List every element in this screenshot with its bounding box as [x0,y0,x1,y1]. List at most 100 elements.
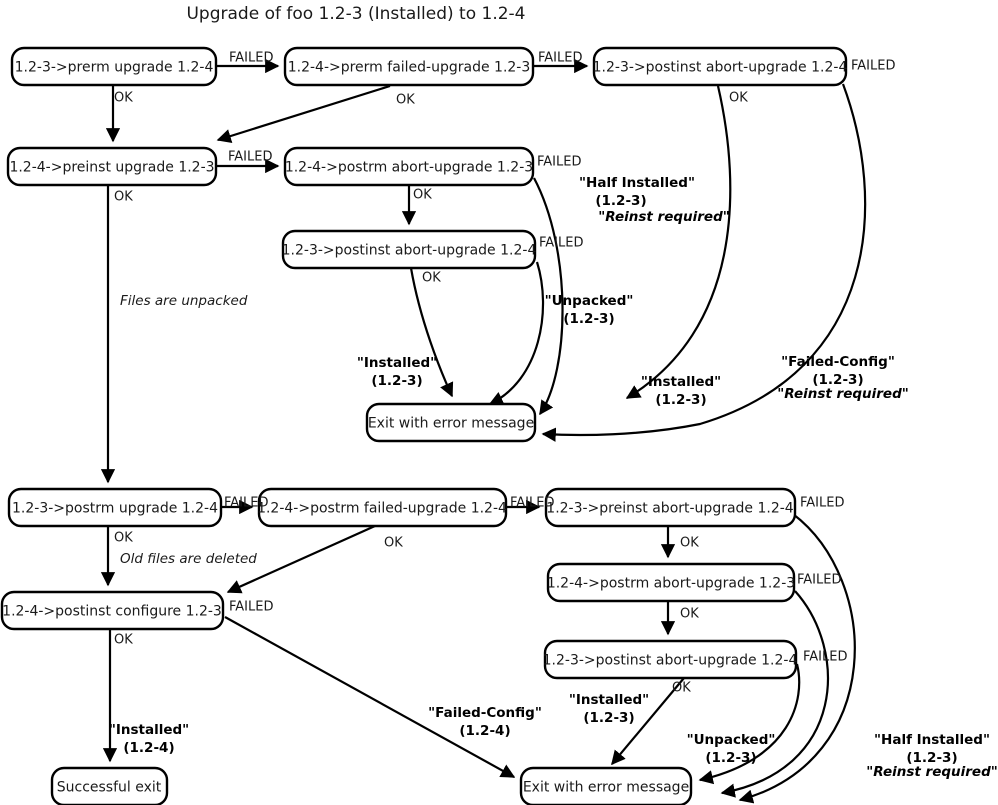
edge-preinstabort-failed-to-exit [738,513,856,804]
edge-label-ok: OK [114,91,133,106]
state-label-line: "Failed-Config" [428,705,542,721]
edge-label-layer: FAILED FAILED FAILED OK OK OK FAILED FAI… [114,51,895,696]
state-label-line: (1.2-4) [123,740,174,756]
edge-label-ok: OK [680,536,699,551]
node-postrm-abort-upgrade-mid[interactable]: 1.2-4->postrm abort-upgrade 1.2-3 [283,146,535,187]
state-label-line: "Unpacked" [545,293,634,309]
edge-label-failed: FAILED [224,496,268,511]
node-box [519,766,693,805]
node-box [281,229,537,270]
node-prerm-upgrade[interactable]: 1.2-3->prerm upgrade 1.2-4 [10,46,218,87]
note-files-are-unpacked: Files are unpacked [120,293,248,309]
node-label: 1.2-4->postrm failed-upgrade 1.2-4 [257,501,507,517]
edge-postrmabortbot-failed-to-exit [720,590,829,798]
edge-postinstaborttop-ok-to-exit [625,85,732,399]
node-label: 1.2-4->preinst upgrade 1.2-3 [9,160,214,176]
node-box [283,146,535,187]
node-box [592,46,848,87]
edge-label-failed: FAILED [510,496,554,511]
edge-label-ok: OK [114,531,133,546]
node-postinst-abort-upgrade-bottom[interactable]: 1.2-3->postinst abort-upgrade 1.2-4 [543,639,798,680]
edge-postinstabortbot-failed-to-exit [698,663,801,785]
node-successful-exit[interactable]: Successful exit [50,766,169,805]
edge-postinstabortbot-ok-to-exit [611,677,685,766]
node-box [50,766,169,805]
edge-postrmabortmid-failed-to-exit [533,177,564,416]
state-label-line: (1.2-4) [459,723,510,739]
edge-label-failed: FAILED [851,59,895,74]
edge-label-ok: OK [672,681,691,696]
edge-layer [100,58,867,804]
node-postinst-abort-upgrade-top[interactable]: 1.2-3->postinst abort-upgrade 1.2-4 [592,46,848,87]
edge-label-failed: FAILED [229,51,273,66]
page-title: Upgrade of foo 1.2-3 (Installed) to 1.2-… [186,4,525,24]
edge-label-failed: FAILED [538,51,582,66]
state-label-line: "Reinst required" [866,764,998,780]
node-label: 1.2-3->prerm upgrade 1.2-4 [15,60,214,76]
node-preinst-upgrade[interactable]: 1.2-4->preinst upgrade 1.2-3 [6,146,218,187]
node-label: 1.2-3->postrm upgrade 1.2-4 [12,501,218,517]
edge-label-ok: OK [422,271,441,286]
state-label-line: "Failed-Config" [781,354,895,370]
node-label: 1.2-4->postrm abort-upgrade 1.2-3 [285,160,533,176]
edge-label-ok: OK [413,188,432,203]
edge-label-ok: OK [396,93,415,108]
state-label-line: "Reinst required" [598,209,730,225]
edge-label-failed: FAILED [228,150,272,165]
node-box [546,562,796,603]
node-postinst-abort-upgrade-mid[interactable]: 1.2-3->postinst abort-upgrade 1.2-4 [281,229,537,270]
edge-postrmfailed-ok-to-postinstconfigure [226,524,376,594]
node-box [0,590,225,631]
node-box [7,487,223,528]
node-postinst-configure[interactable]: 1.2-4->postinst configure 1.2-3 [0,590,225,631]
state-label-line: (1.2-3) [563,311,614,327]
node-prerm-failed-upgrade[interactable]: 1.2-4->prerm failed-upgrade 1.2-3 [283,46,535,87]
node-layer: 1.2-3->prerm upgrade 1.2-4 1.2-4->prerm … [0,46,848,805]
edge-label-ok: OK [729,91,748,106]
edge-label-failed: FAILED [229,600,273,615]
node-label: Successful exit [57,780,162,796]
edge-label-failed: FAILED [797,573,841,588]
note-layer: Files are unpacked Old files are deleted [120,293,257,567]
edge-postinstaborttop-failed-to-exit [541,83,867,442]
state-label-line: (1.2-3) [705,750,756,766]
edge-label-ok: OK [114,633,133,648]
state-label-line: "Installed" [109,722,189,738]
node-label: 1.2-3->postinst abort-upgrade 1.2-4 [543,653,798,669]
node-label: 1.2-3->postinst abort-upgrade 1.2-4 [282,243,537,259]
node-label: 1.2-4->postinst configure 1.2-3 [2,604,222,620]
node-exit-with-error-message-bottom[interactable]: Exit with error message [519,766,693,805]
state-label-line: "Installed" [641,374,721,390]
state-label-layer: "Half Installed" (1.2-3) "Reinst require… [109,175,998,780]
node-label: 1.2-3->postinst abort-upgrade 1.2-4 [593,60,848,76]
edge-postinstconfigure-failed-to-exit [224,616,516,778]
node-exit-with-error-message-top[interactable]: Exit with error message [365,402,537,443]
node-label: Exit with error message [368,416,534,432]
state-label-line: (1.2-3) [371,373,422,389]
node-postrm-abort-upgrade-bottom[interactable]: 1.2-4->postrm abort-upgrade 1.2-3 [546,562,796,603]
node-postrm-upgrade[interactable]: 1.2-3->postrm upgrade 1.2-4 [7,487,223,528]
node-box [10,46,218,87]
state-label-line: "Installed" [569,692,649,708]
edge-label-failed: FAILED [803,650,847,665]
state-label-line: (1.2-3) [583,710,634,726]
state-label-line: (1.2-3) [906,750,957,766]
node-preinst-abort-upgrade[interactable]: 1.2-3->preinst abort-upgrade 1.2-4 [544,487,797,528]
node-box [6,146,218,187]
node-label: 1.2-4->postrm abort-upgrade 1.2-3 [547,576,795,592]
node-label: 1.2-4->prerm failed-upgrade 1.2-3 [288,60,531,76]
state-label-line: (1.2-3) [812,372,863,388]
edge-label-ok: OK [114,190,133,205]
node-box [257,487,508,528]
state-label-line: "Half Installed" [874,732,990,748]
state-label-line: "Reinst required" [777,386,909,402]
node-postrm-failed-upgrade[interactable]: 1.2-4->postrm failed-upgrade 1.2-4 [257,487,508,528]
node-box [543,639,798,680]
state-label-line: "Unpacked" [687,732,776,748]
edge-label-failed: FAILED [800,496,844,511]
edge-label-ok: OK [384,536,403,551]
state-label-line: "Installed" [357,355,437,371]
node-box [365,402,537,443]
